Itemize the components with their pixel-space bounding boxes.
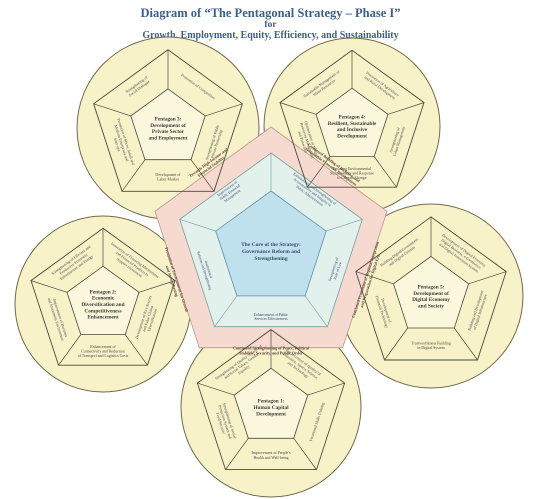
pentagon-divider <box>355 271 394 285</box>
core-area-topright: Strengthening ofRule of Law <box>328 256 344 283</box>
pentagon-divider <box>58 334 82 366</box>
core-pentagon <box>215 190 327 297</box>
pentagon-center <box>130 88 206 161</box>
ring-divider <box>326 219 363 232</box>
pentagon-divider <box>205 103 243 117</box>
pentagon-divider <box>30 280 68 293</box>
pentagon-center <box>315 87 389 158</box>
pentagon-divider <box>124 334 148 366</box>
pentagon-center <box>66 265 140 336</box>
pentagon-center <box>392 255 470 329</box>
pentagon-outline <box>279 49 425 188</box>
pentagon-divider <box>93 103 131 117</box>
pentagon-divider <box>384 327 409 361</box>
pentagon-divider <box>453 327 478 361</box>
pentagon-center <box>233 367 309 439</box>
ring-divider <box>214 295 238 327</box>
diagram-title: Diagram of “The Pentagonal Strategy – Ph… <box>140 6 401 20</box>
pentagon-outline <box>30 227 176 366</box>
pentagon-outline <box>93 49 243 192</box>
pentagon-divider <box>138 280 176 293</box>
pentagon-divider <box>387 102 425 115</box>
ring-divider <box>304 295 328 327</box>
pentagon-outline <box>355 216 507 361</box>
ring-divider <box>179 219 216 232</box>
pentagon-divider <box>225 438 249 470</box>
pentagon-divider <box>279 102 317 115</box>
pentagon-divider <box>373 156 397 188</box>
pentagon-divider <box>121 159 146 192</box>
pentagon-divider <box>190 159 215 192</box>
pentagon-divider <box>197 382 235 396</box>
ring-label-bottom: Continued Strengthening of Peace, Politi… <box>233 346 310 356</box>
diagram-subtitle: Growth, Employment, Equity, Efficiency, … <box>142 30 399 41</box>
pentagon-divider <box>307 156 331 188</box>
core-title: The Core of the Strategy:Governance Refo… <box>241 242 301 262</box>
pentagon-divider <box>307 382 345 396</box>
diagram-title-for: for <box>264 20 277 30</box>
pentagon-divider <box>468 271 507 285</box>
pentagon-outline <box>196 329 346 471</box>
pentagon-divider <box>293 438 317 470</box>
